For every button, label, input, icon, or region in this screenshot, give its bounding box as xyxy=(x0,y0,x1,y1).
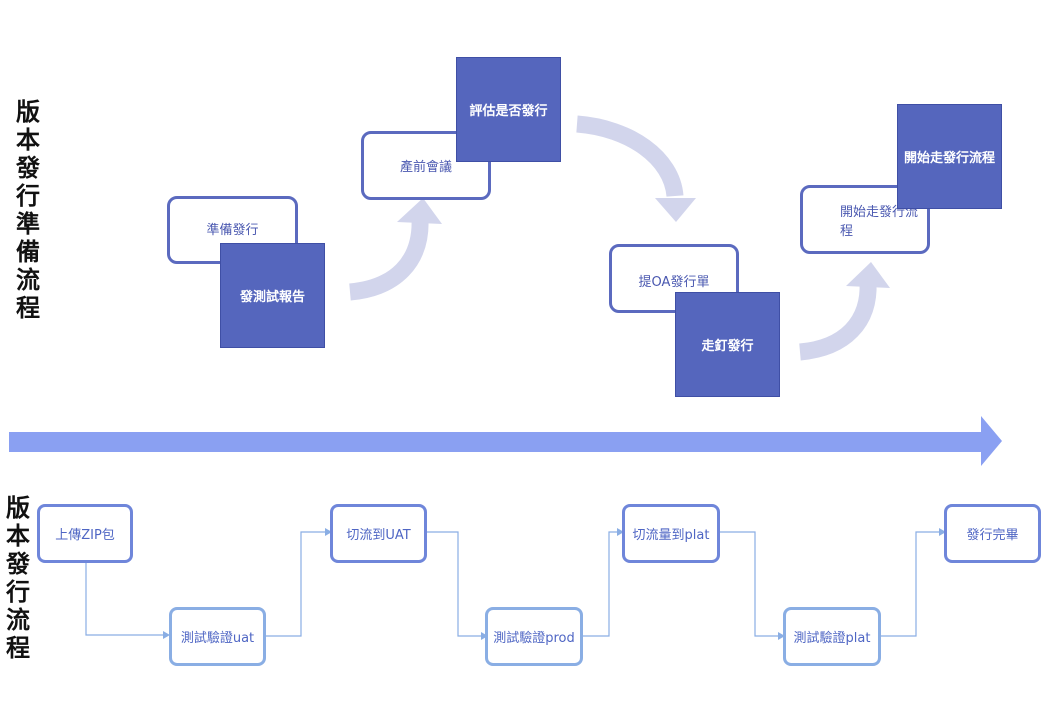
start-release-flow-solid-box: 開始走發行流程 xyxy=(897,104,1002,209)
test-plat-box: 測試驗證plat xyxy=(783,607,881,666)
connector-4-head xyxy=(617,528,624,536)
connector-3-head xyxy=(481,632,488,640)
switch-uat-box: 切流到UAT xyxy=(330,504,427,563)
connector-3 xyxy=(427,531,484,637)
release-done-box: 發行完畢 xyxy=(944,504,1041,563)
connector-4 xyxy=(583,531,620,637)
connector-6-head xyxy=(939,528,946,536)
evaluate-release-box: 評估是否發行 xyxy=(456,57,561,162)
connector-1 xyxy=(85,562,166,636)
connector-5 xyxy=(720,531,781,637)
go-release-box: 走釘發行 xyxy=(675,292,780,397)
connector-6 xyxy=(881,531,942,637)
connector-2-head xyxy=(325,528,332,536)
upload-zip-box: 上傳ZIP包 xyxy=(37,504,133,563)
connector-1-head xyxy=(163,631,170,639)
pre-release-meeting-box: 產前會議 xyxy=(361,131,491,200)
curved-arrow-1 xyxy=(349,217,429,301)
curved-arrow-1-head xyxy=(397,198,442,224)
connector-2 xyxy=(266,531,328,637)
test-prod-box: 測試驗證prod xyxy=(485,607,583,666)
connector-5-head xyxy=(778,632,785,640)
curved-arrow-3 xyxy=(798,281,877,361)
timeline-arrow-shaft xyxy=(9,432,984,452)
send-test-report-box: 發測試報告 xyxy=(220,243,325,348)
curved-arrow-2 xyxy=(576,115,684,198)
release-prep-title: 版本發行準備流程 xyxy=(16,98,40,322)
timeline-arrow-head xyxy=(981,416,1002,466)
submit-oa-form-box: 提OA發行單 xyxy=(609,244,739,313)
release-flow-title: 版本發行流程 xyxy=(6,494,30,662)
curved-arrow-2-head xyxy=(655,198,696,222)
curved-arrow-3-head xyxy=(846,262,890,288)
switch-plat-box: 切流量到plat xyxy=(622,504,720,563)
test-uat-box: 測試驗證uat xyxy=(169,607,266,666)
